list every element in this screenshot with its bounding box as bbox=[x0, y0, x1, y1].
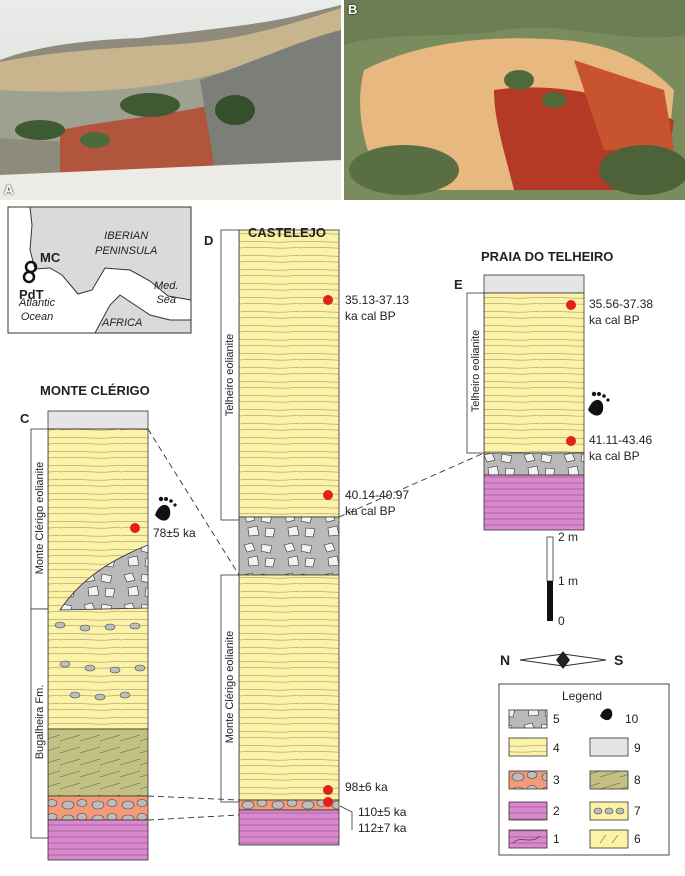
unit-mc-bugalheira: Bugalheira Fm. bbox=[34, 684, 46, 760]
compass-arrow bbox=[519, 651, 607, 669]
legend-item-6: 6 bbox=[634, 832, 641, 846]
column-monte-clerigo bbox=[30, 410, 149, 861]
photo-b-image bbox=[344, 0, 685, 200]
legend-item-4: 4 bbox=[553, 741, 560, 755]
map-site-mc: MC bbox=[40, 250, 61, 265]
column-castelejo bbox=[220, 229, 353, 846]
title-praia-do-telheiro: PRAIA DO TELHEIRO bbox=[481, 249, 614, 264]
age-mc-1: 78±5 ka bbox=[153, 526, 196, 540]
map-region-label: IBERIAN PENINSULA bbox=[95, 230, 158, 257]
legend-item-5: 5 bbox=[553, 712, 560, 726]
unit-cs-telheiro: Telheiro eolianite bbox=[224, 333, 236, 417]
age-cs-3: 98±6 ka bbox=[345, 780, 388, 794]
map-site-pdt: PdT bbox=[19, 287, 44, 302]
scale-label-0: 0 bbox=[558, 614, 565, 628]
title-castelejo: CASTELEJO bbox=[248, 225, 327, 240]
legend-item-3: 3 bbox=[553, 773, 560, 787]
scale-label-1m: 1 m bbox=[558, 574, 579, 588]
scale-bar bbox=[546, 536, 554, 621]
age-cs-4: 110±5 ka 112±7 ka bbox=[358, 805, 407, 835]
scale-label-2m: 2 m bbox=[558, 530, 579, 544]
legend-item-7: 7 bbox=[634, 804, 641, 818]
photo-b: B bbox=[344, 0, 685, 200]
legend-box bbox=[498, 683, 670, 856]
compass-south: S bbox=[614, 652, 624, 668]
correlation-lines bbox=[147, 428, 485, 821]
age-pt-2: 41.11-43.46 ka cal BP bbox=[589, 433, 653, 463]
legend-item-9: 9 bbox=[634, 741, 641, 755]
unit-pt-telheiro: Telheiro eolianite bbox=[470, 329, 482, 413]
footprint-icons bbox=[155, 391, 610, 521]
photo-a: A bbox=[0, 0, 341, 200]
map-sea-label: Med. Sea bbox=[154, 280, 179, 306]
unit-cs-monteclerigo: Monte Clérigo eolianite bbox=[224, 630, 236, 744]
legend-item-2: 2 bbox=[553, 804, 560, 818]
photo-a-image bbox=[0, 0, 341, 200]
map-ocean-label: Atlantic Ocean bbox=[19, 297, 56, 323]
panel-label-c: C bbox=[20, 411, 30, 426]
legend-item-10: 10 bbox=[625, 712, 639, 726]
legend-title: Legend bbox=[562, 689, 603, 703]
age-cs-1: 35.13-37.13 ka cal BP bbox=[345, 293, 410, 323]
location-map bbox=[7, 206, 192, 334]
panel-label-b: B bbox=[348, 2, 358, 17]
legend-item-1: 1 bbox=[553, 832, 560, 846]
age-pt-1: 35.56-37.38 ka cal BP bbox=[589, 297, 654, 327]
panel-label-d: D bbox=[204, 233, 214, 248]
compass-north: N bbox=[500, 652, 511, 668]
panel-label-a: A bbox=[4, 182, 14, 197]
unit-mc-eolianite: Monte Clérigo eolianite bbox=[34, 461, 46, 575]
map-africa-label: AFRICA bbox=[102, 317, 143, 329]
column-praia-do-telheiro bbox=[466, 274, 585, 531]
legend-item-8: 8 bbox=[634, 773, 641, 787]
title-monte-clerigo: MONTE CLÉRIGO bbox=[40, 383, 150, 398]
age-cs-2: 40.14-40.97 ka cal BP bbox=[345, 488, 410, 518]
panel-label-e: E bbox=[454, 277, 463, 292]
